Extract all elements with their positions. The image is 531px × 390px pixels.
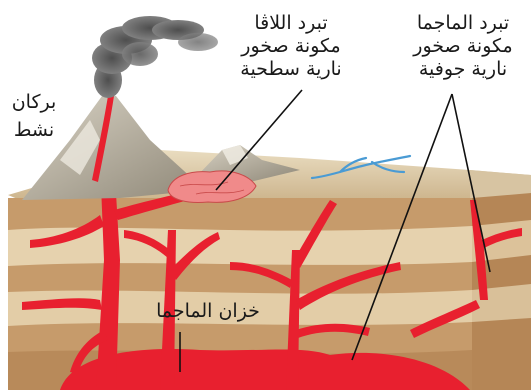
label-magma-cooling: تبرد الماجما مكونة صخور نارية جوفية [398, 12, 528, 81]
label-line: نارية سطحية [232, 58, 350, 81]
lava-flow [168, 171, 256, 203]
label-magma-chamber: خزان الماجما [150, 300, 266, 323]
label-line: نارية جوفية [398, 58, 528, 81]
label-line: تبرد اللاڤا [232, 12, 350, 35]
label-line: تبرد الماجما [398, 12, 528, 35]
label-line: بركان [2, 88, 66, 116]
label-lava-cooling: تبرد اللاڤا مكونة صخور نارية سطحية [232, 12, 350, 81]
label-active-volcano: بركان نشط [2, 88, 66, 144]
smoke-plume [92, 16, 218, 98]
label-line: نشط [2, 116, 66, 144]
label-line: مكونة صخور [398, 35, 528, 58]
label-line: مكونة صخور [232, 35, 350, 58]
label-line: خزان الماجما [150, 300, 266, 323]
